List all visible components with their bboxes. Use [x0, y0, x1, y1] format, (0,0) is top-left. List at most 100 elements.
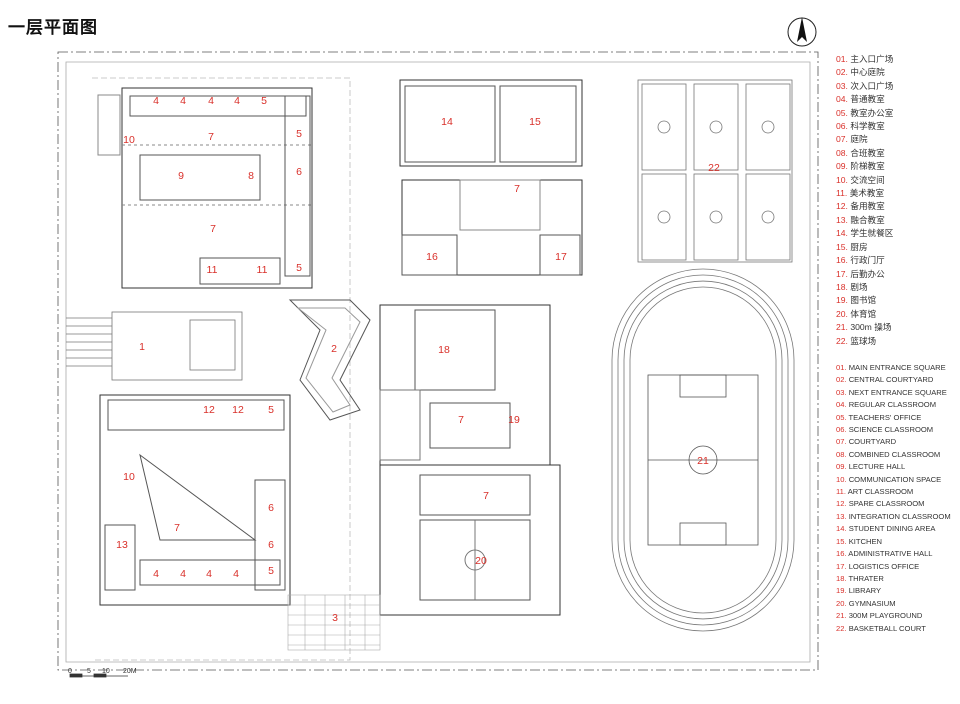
legend-en-number: 15.	[836, 536, 847, 546]
legend-cn-item: 04. 普通教室	[836, 93, 893, 106]
legend-cn-text: 科学教室	[850, 121, 885, 132]
admin-block	[401, 179, 583, 276]
room-label-7b: 7	[210, 223, 216, 235]
room-label-4f: 4	[180, 568, 186, 580]
legend-en-text: THRATER	[848, 573, 884, 583]
legend-cn-item: 13. 融合教室	[836, 214, 893, 227]
legend-cn-text: 庭院	[850, 134, 868, 145]
legend-en-text: COURTYARD	[848, 437, 897, 447]
legend-cn-text: 融合教室	[850, 214, 885, 225]
site-inner-line	[65, 61, 811, 663]
legend-en-number: 04.	[836, 400, 847, 410]
legend-en-item: 20. GYMNASIUM	[836, 598, 951, 610]
legend-cn-text: 300m 操场	[850, 322, 892, 333]
legend-en-number: 06.	[836, 425, 847, 435]
legend-en-item: 13. INTEGRATION CLASSROOM	[836, 511, 951, 523]
legend-en-text: BASKETBALL COURT	[848, 623, 926, 633]
room-label-6b: 6	[268, 502, 274, 514]
legend-cn-item: 16. 行政门厅	[836, 254, 893, 267]
legend-en-item: 11. ART CLASSROOM	[836, 486, 951, 498]
legend-en-text: SCIENCE CLASSROOM	[848, 425, 934, 435]
legend-en-item: 07. COURTYARD	[836, 436, 951, 448]
legend-en-number: 01.	[836, 363, 847, 372]
legend-en-text: REGULAR CLASSROOM	[848, 400, 937, 410]
legend-en-item: 15. KITCHEN	[836, 536, 951, 548]
legend-cn-number: 14.	[836, 228, 848, 239]
theatre-library-block	[379, 304, 551, 466]
legend-cn-number: 21.	[836, 322, 848, 333]
legend-cn-text: 后勤办公	[850, 268, 885, 279]
legend-cn-number: 08.	[836, 147, 848, 158]
room-label-15: 15	[529, 116, 541, 128]
scale-tick-20m: 20M	[123, 668, 137, 675]
west-block-south	[99, 394, 291, 606]
legend-en-text: SPARE CLASSROOM	[848, 499, 925, 509]
legend-en-item: 09. LECTURE HALL	[836, 461, 951, 473]
legend-cn-item: 22. 篮球场	[836, 335, 893, 348]
legend-cn-text: 普通教室	[850, 94, 885, 105]
room-label-4: 4	[153, 95, 159, 107]
legend-en-item: 21. 300M PLAYGROUND	[836, 610, 951, 622]
legend-en-text: INTEGRATION CLASSROOM	[848, 511, 951, 521]
legend-en-number: 20.	[836, 598, 847, 608]
legend-cn-number: 01.	[836, 54, 848, 64]
legend-en-item: 12. SPARE CLASSROOM	[836, 498, 951, 510]
room-label-21: 21	[697, 455, 709, 467]
legend-cn-item: 02. 中心庭院	[836, 66, 893, 79]
main-entrance-area	[66, 311, 243, 381]
legend-en-item: 17. LOGISTICS OFFICE	[836, 561, 951, 573]
legend-cn-number: 09.	[836, 161, 848, 172]
legend-en-number: 19.	[836, 586, 847, 596]
room-label-2: 2	[331, 343, 337, 355]
legend-en-item: 14. STUDENT DINING AREA	[836, 523, 951, 535]
room-label-14: 14	[441, 116, 453, 128]
scale-tick-0: 0	[68, 668, 72, 675]
legend-en-text: NEXT ENTRANCE SQUARE	[848, 387, 947, 397]
legend-en-number: 22.	[836, 623, 847, 633]
room-label-20: 20	[475, 555, 487, 567]
legend-cn-item: 07. 庭院	[836, 133, 893, 146]
legend-cn-number: 10.	[836, 174, 848, 185]
legend-cn-number: 18.	[836, 281, 848, 292]
legend-en-number: 03.	[836, 387, 847, 397]
room-label-4d: 4	[234, 95, 240, 107]
legend-en-text: CENTRAL COURTYARD	[848, 375, 934, 385]
legend-cn-text: 阶梯教室	[850, 161, 885, 172]
legend-cn-number: 20.	[836, 308, 848, 319]
legend-en-text: LIBRARY	[848, 586, 882, 596]
legend-en-number: 10.	[836, 474, 847, 484]
room-label-7e: 7	[458, 414, 464, 426]
room-label-10b: 10	[123, 471, 135, 483]
legend-cn-text: 合班教室	[850, 147, 885, 158]
room-label-12: 12	[203, 404, 215, 416]
gymnasium-block	[379, 464, 561, 616]
legend-en-text: LOGISTICS OFFICE	[848, 561, 920, 571]
legend-en-number: 18.	[836, 573, 847, 583]
legend-cn-number: 13.	[836, 214, 848, 225]
legend-en-text: LECTURE HALL	[848, 462, 906, 472]
legend-cn-item: 19. 图书馆	[836, 294, 893, 307]
legend-cn-number: 06.	[836, 121, 848, 132]
room-label-6: 6	[296, 166, 302, 178]
room-label-13: 13	[116, 539, 128, 551]
legend-cn-number: 22.	[836, 335, 848, 346]
legend-en-number: 14.	[836, 524, 847, 534]
legend-en-number: 05.	[836, 412, 847, 422]
room-label-11: 11	[206, 264, 218, 276]
legend-cn-item: 05. 教室办公室	[836, 107, 893, 120]
legend-cn-number: 11.	[836, 188, 848, 199]
legend-cn-text: 图书馆	[850, 295, 877, 306]
legend-cn-text: 行政门厅	[850, 255, 885, 266]
legend-cn-number: 07.	[836, 134, 848, 145]
legend-cn-number: 17.	[836, 268, 848, 279]
room-label-3: 3	[332, 612, 338, 624]
legend-en-text: KITCHEN	[848, 536, 883, 546]
scale-bar	[69, 673, 128, 678]
scale-tick-10: 10	[102, 668, 110, 675]
legend-en-number: 11.	[836, 487, 846, 497]
legend-cn-number: 15.	[836, 241, 848, 252]
legend-en-text: MAIN ENTRANCE SQUARE	[848, 363, 946, 372]
